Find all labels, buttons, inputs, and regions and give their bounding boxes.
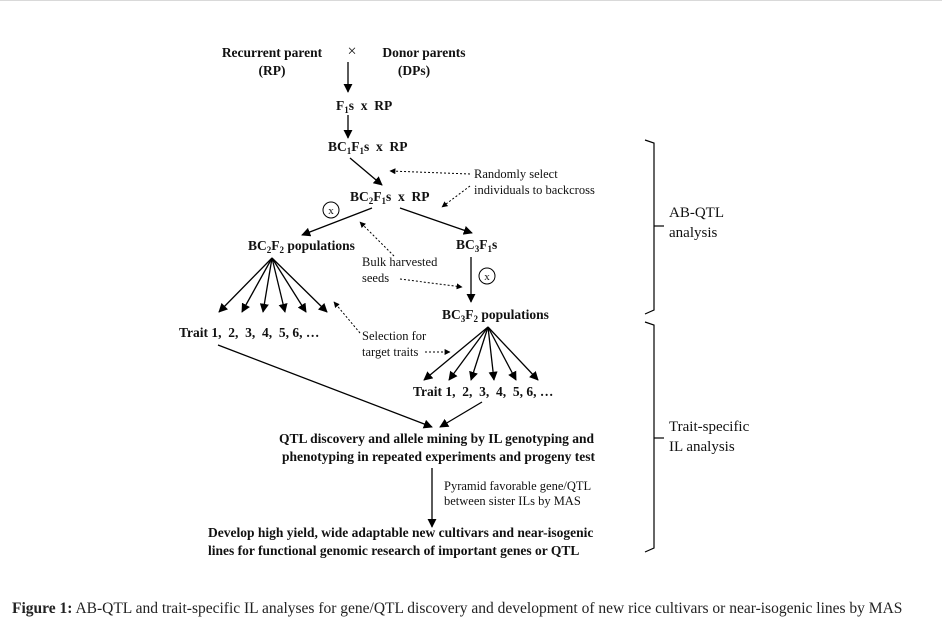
random-select-line2: individuals to backcross bbox=[474, 183, 595, 197]
fan-arrow-right-3 bbox=[469, 326, 489, 381]
final-outcome-line2: lines for functional genomic research of… bbox=[208, 543, 579, 558]
bracket-ab-qtl bbox=[644, 139, 655, 315]
qtl-discovery-line2: phenotyping in repeated experiments and … bbox=[282, 449, 596, 464]
arrow-bc1-to-bc2 bbox=[349, 157, 383, 186]
selfing-circle-left bbox=[322, 201, 340, 219]
selfing-symbol-left: x bbox=[328, 205, 334, 217]
selfing-symbol-right: x bbox=[484, 271, 490, 283]
right-trait-fan bbox=[423, 326, 539, 381]
caption-text: AB-QTL and trait-specific IL analyses fo… bbox=[72, 600, 903, 617]
trait-specific-label-line1: Trait-specific bbox=[669, 419, 750, 435]
random-select-line1: Randomly select bbox=[474, 167, 558, 181]
fan-arrow-left-5 bbox=[271, 257, 307, 313]
fan-arrow-right-4 bbox=[487, 326, 498, 381]
dotted-arrow-selection-to-left bbox=[333, 301, 361, 334]
selfing-circle-right bbox=[478, 267, 496, 285]
fan-arrow-right-5 bbox=[487, 326, 517, 381]
qtl-discovery-line1: QTL discovery and allele mining by IL ge… bbox=[279, 431, 595, 446]
traits-left-label: Trait 1, 2, 3, 4, 5, 6, … bbox=[179, 325, 319, 340]
fan-arrow-left-1 bbox=[218, 257, 273, 313]
bc1f1-cross-label: BC1F1s x RP bbox=[328, 139, 408, 156]
bulk-harvested-line1: Bulk harvested bbox=[362, 255, 438, 269]
dotted-arrow-random-to-bc1 bbox=[389, 168, 471, 175]
arrow-right-traits-to-qtl bbox=[439, 401, 483, 428]
arrow-left-traits-to-qtl bbox=[217, 344, 433, 429]
cross-symbol: × bbox=[347, 43, 356, 60]
f1-cross-label: F1s x RP bbox=[336, 98, 392, 115]
fan-arrow-left-3 bbox=[259, 257, 273, 313]
dotted-arrow-bulk-to-bc3 bbox=[399, 278, 463, 290]
fan-arrow-right-6 bbox=[487, 326, 539, 381]
left-trait-fan bbox=[218, 257, 328, 313]
pyramid-line1: Pyramid favorable gene/QTL bbox=[444, 479, 591, 493]
fan-arrow-right-2 bbox=[448, 326, 489, 381]
fan-arrow-right-1 bbox=[423, 326, 489, 381]
traits-right-label: Trait 1, 2, 3, 4, 5, 6, … bbox=[413, 384, 553, 399]
top-rule bbox=[0, 0, 942, 1]
selection-line2: target traits bbox=[362, 345, 418, 359]
dotted-arrow-random-to-bc2 bbox=[441, 185, 471, 208]
bc3f2-populations-label: BC3F2 populations bbox=[442, 307, 549, 324]
ab-qtl-label-line1: AB-QTL bbox=[669, 205, 724, 221]
bracket-trait-specific bbox=[644, 321, 655, 553]
flow-diagram: Recurrent parent (RP) × Donor parents (D… bbox=[179, 43, 750, 558]
arrow-bc2-to-bc2f2 bbox=[301, 207, 373, 237]
dotted-arrow-bulk-to-selfing bbox=[359, 221, 395, 257]
bc2f1-cross-label: BC2F1s x RP bbox=[350, 189, 430, 206]
trait-specific-label-line2: IL analysis bbox=[669, 439, 735, 455]
bc3f1-label: BC3F1s bbox=[456, 237, 497, 254]
arrow-bc2-to-bc3f1 bbox=[399, 207, 473, 235]
final-outcome-line1: Develop high yield, wide adaptable new c… bbox=[208, 525, 593, 540]
fan-arrow-left-4 bbox=[271, 257, 288, 313]
fan-arrow-left-2 bbox=[241, 257, 273, 313]
ab-qtl-label-line2: analysis bbox=[669, 225, 717, 241]
donor-parents-label: Donor parents bbox=[382, 45, 465, 60]
figure-caption: Figure 1: AB-QTL and trait-specific IL a… bbox=[12, 600, 942, 618]
caption-label: Figure 1: bbox=[12, 600, 73, 617]
recurrent-parent-abbr: (RP) bbox=[259, 63, 286, 78]
fan-arrow-left-6 bbox=[271, 257, 328, 313]
bc2f2-populations-label: BC2F2 populations bbox=[248, 238, 355, 255]
bulk-harvested-line2: seeds bbox=[362, 271, 389, 285]
donor-parents-abbr: (DPs) bbox=[398, 63, 430, 78]
selection-line1: Selection for bbox=[362, 329, 427, 343]
recurrent-parent-label: Recurrent parent bbox=[222, 45, 323, 60]
pyramid-line2: between sister ILs by MAS bbox=[444, 494, 581, 508]
